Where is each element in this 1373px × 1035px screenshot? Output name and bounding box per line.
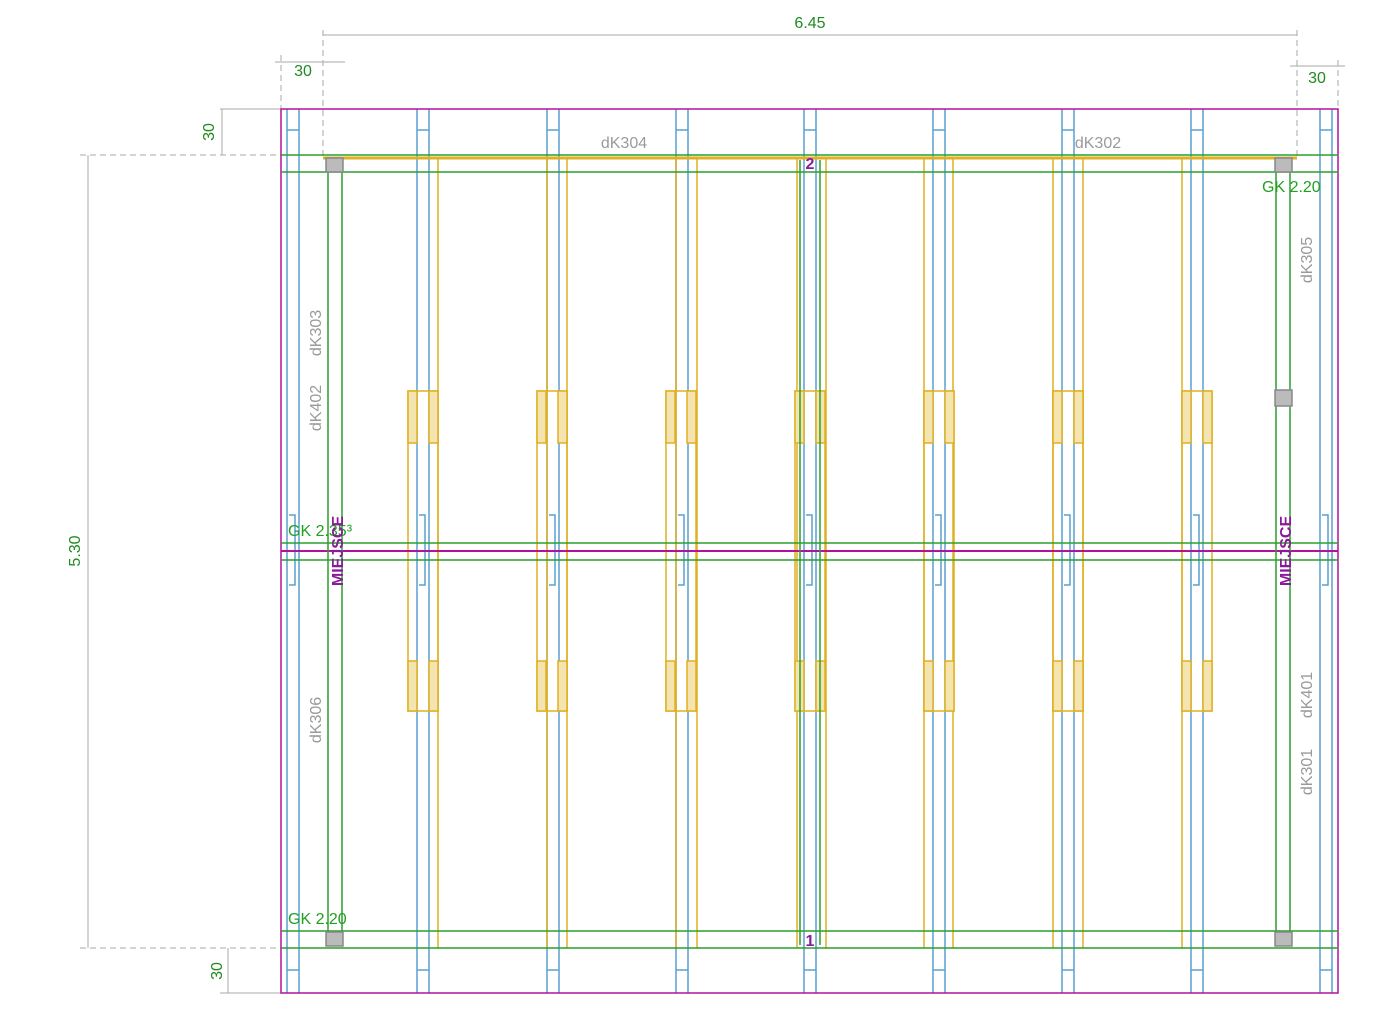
board [825, 158, 925, 948]
label-dk402: dK402 [308, 385, 325, 431]
label-gk-mid-left: GK 2.35³ [288, 523, 353, 540]
label-dk401: dK401 [1299, 672, 1316, 718]
dimension-texts: 6.45 30 30 30 30 5.30 [67, 15, 1326, 980]
label-dk301: dK301 [1299, 749, 1316, 795]
label-dk305: dK305 [1299, 237, 1316, 283]
board [696, 158, 798, 948]
board [1082, 158, 1183, 948]
support-patch [1181, 390, 1213, 712]
board [566, 158, 677, 948]
element-labels: dK304 dK302 dK303 dK402 dK306 dK305 dK40… [288, 135, 1321, 950]
width-dimension: 6.45 [794, 15, 825, 32]
left-margin-dimension: 30 [294, 63, 312, 80]
marker-top: 2 [806, 156, 815, 173]
board [437, 158, 548, 948]
label-dk303: dK303 [308, 310, 325, 356]
marker-bottom: 1 [806, 933, 815, 950]
dimension-lines [80, 30, 1345, 994]
label-dk306: dK306 [308, 697, 325, 743]
label-gk-top-right: GK 2.20 [1262, 179, 1321, 196]
label-place-right: MIEJSCE [1278, 516, 1295, 587]
height-dimension: 5.30 [67, 535, 84, 566]
beams [280, 108, 1339, 994]
label-dk304: dK304 [601, 135, 647, 152]
label-gk-bottom-left: GK 2.20 [288, 911, 347, 928]
bottom-margin-dimension: 30 [209, 962, 226, 980]
board [952, 158, 1054, 948]
right-margin-dimension: 30 [1308, 70, 1326, 87]
label-place-left: MIEJSCE [330, 516, 347, 587]
label-dk302: dK302 [1075, 135, 1121, 152]
boards [407, 158, 1213, 948]
top-margin-dimension: 30 [201, 123, 218, 141]
